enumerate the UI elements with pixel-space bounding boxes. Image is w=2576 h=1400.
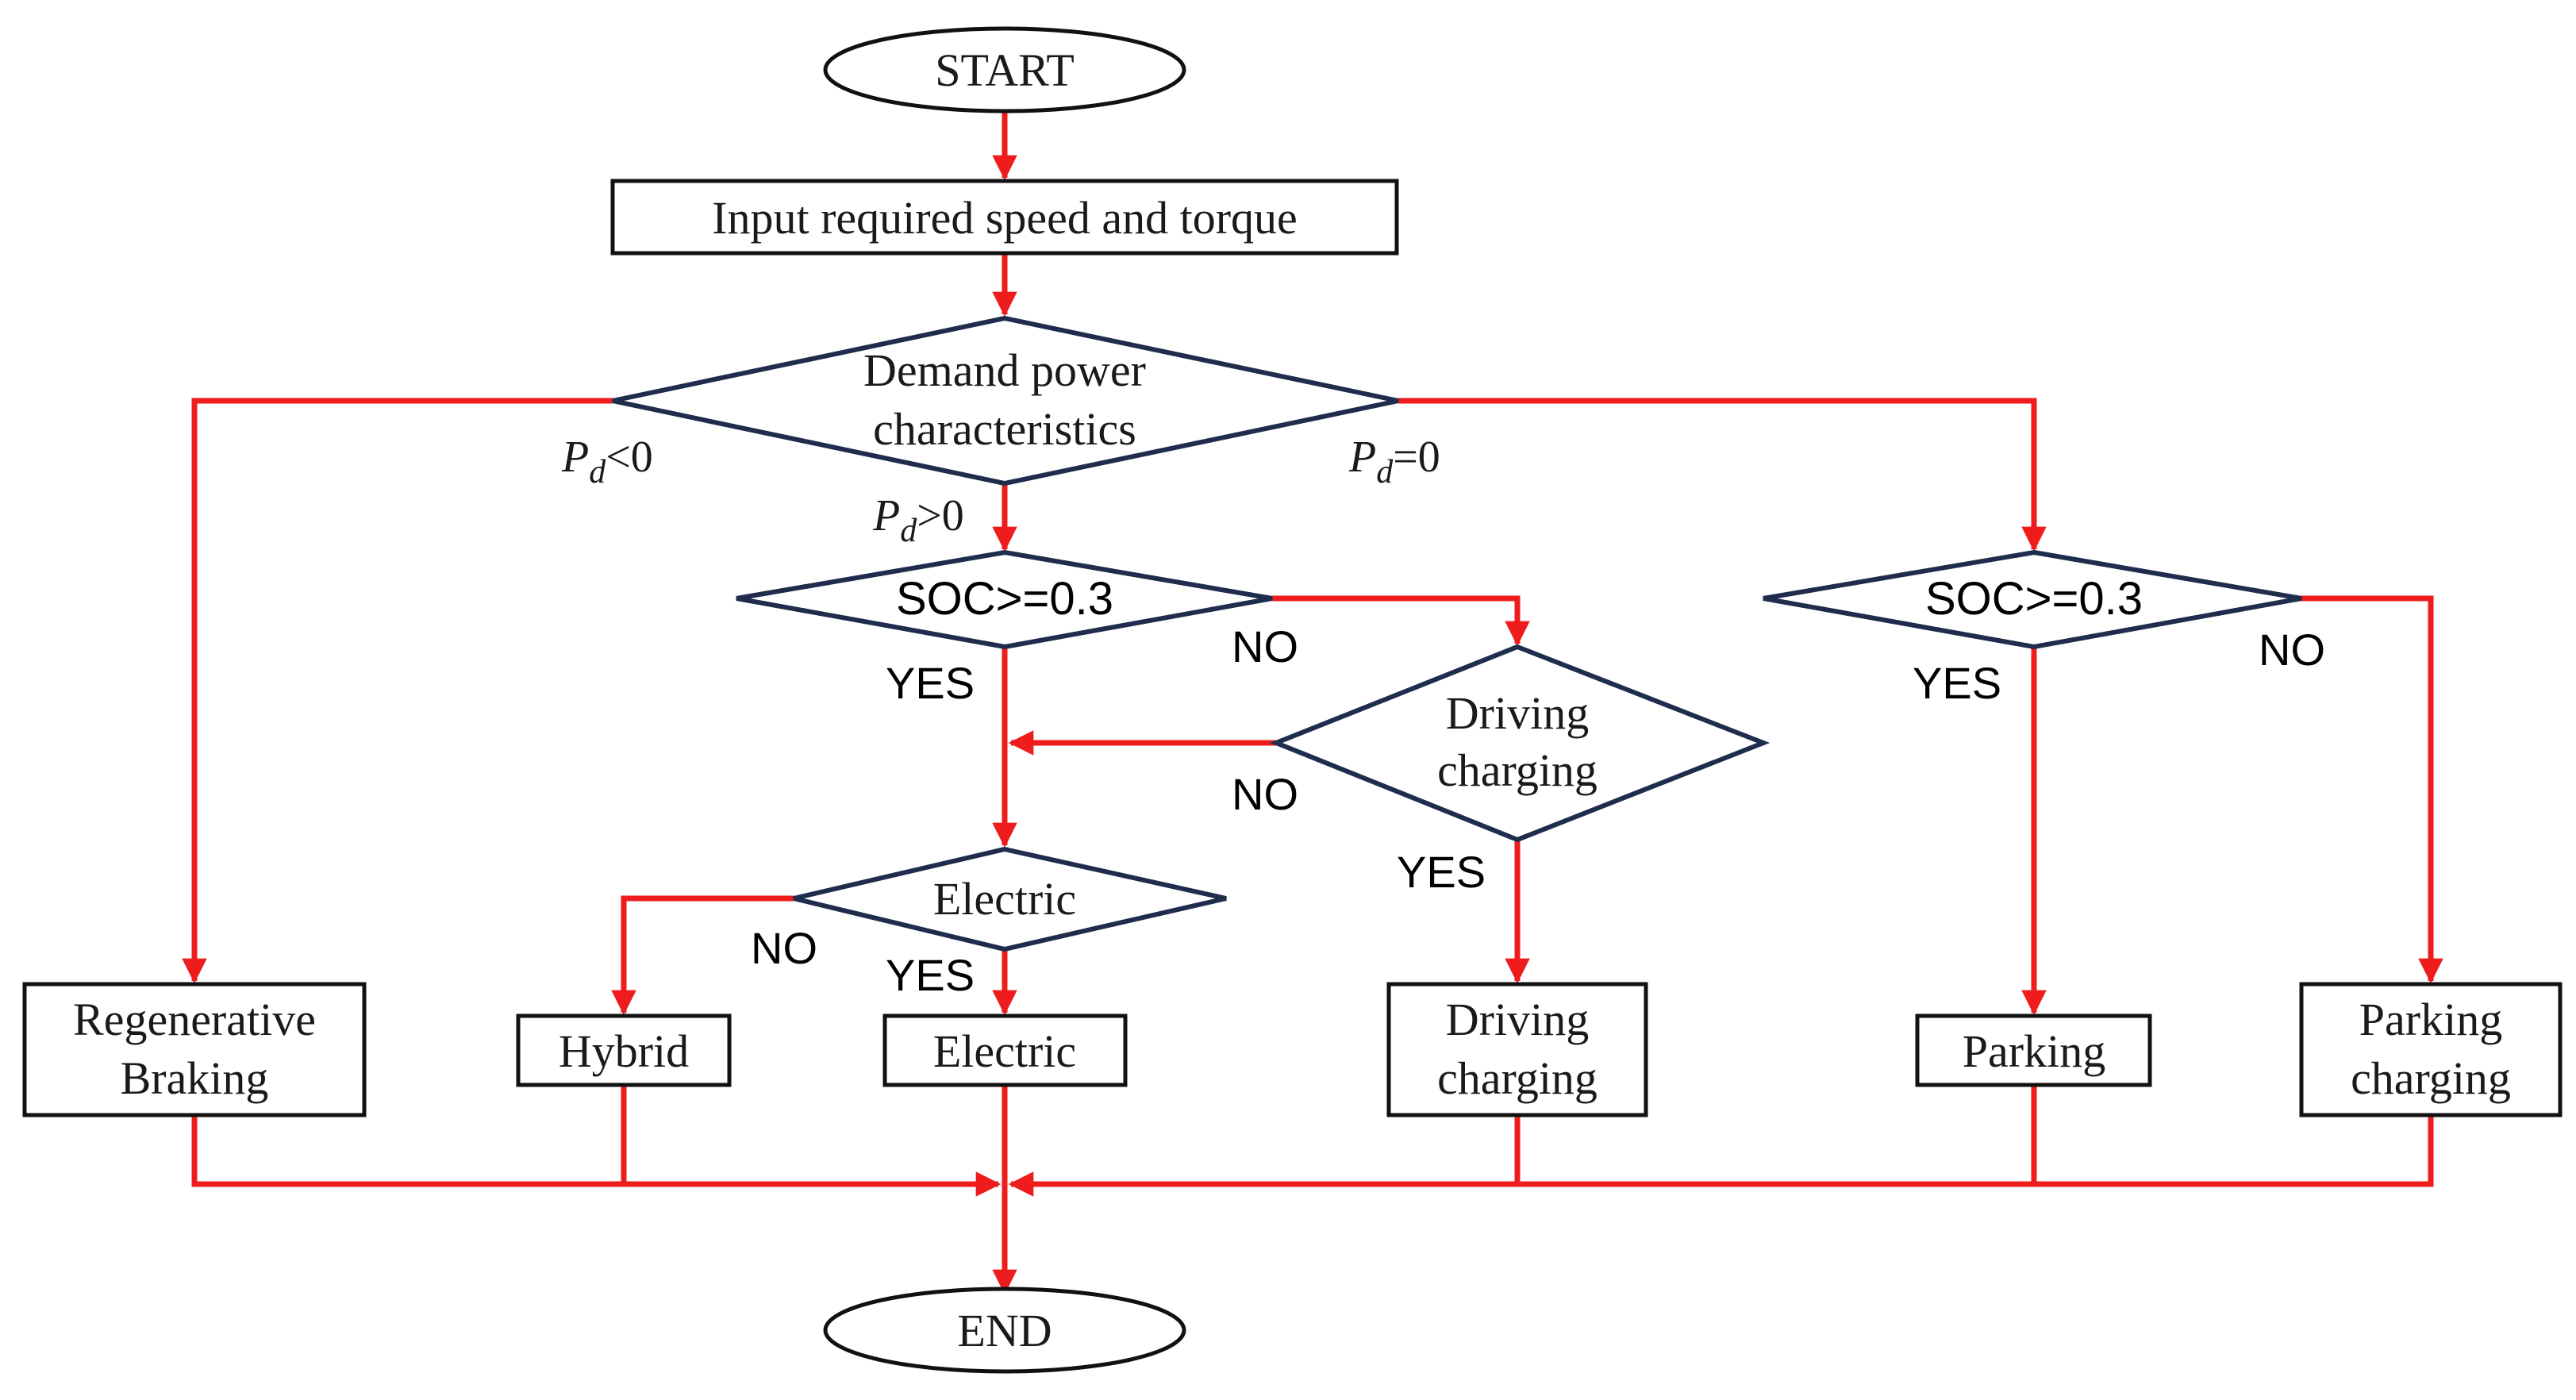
- arrow-soc-left-to-driving: [1272, 595, 1530, 647]
- arrow-soc-right-to-parking-charging: [2301, 595, 2443, 984]
- pd-symbol: P: [1348, 433, 1376, 482]
- start-terminal: START: [823, 26, 1186, 113]
- parking-box: Parking: [1915, 1013, 2152, 1087]
- pd-positive-value: >0: [917, 491, 964, 540]
- pd-negative-value: <0: [606, 433, 653, 482]
- driving-box-label-line2: charging: [1437, 1052, 1598, 1104]
- electric-box: Electric: [882, 1013, 1128, 1087]
- electric-no-label: NO: [751, 923, 817, 973]
- regen-braking-box: Regenerative Braking: [22, 982, 367, 1117]
- driving-no-label: NO: [1232, 769, 1298, 819]
- soc-left-no-label: NO: [1232, 621, 1298, 671]
- hybrid-box: Hybrid: [516, 1013, 732, 1087]
- parking-label: Parking: [1963, 1025, 2105, 1077]
- soc-right-decision: SOC>=0.3: [1763, 549, 2302, 650]
- end-terminal: END: [823, 1287, 1186, 1374]
- soc-left-yes-label: YES: [886, 658, 975, 708]
- electric-decision: Electric: [793, 846, 1227, 952]
- demand-label-line1: Demand power: [863, 344, 1146, 396]
- hybrid-label: Hybrid: [559, 1025, 689, 1077]
- driving-charging-decision: Driving charging: [1269, 644, 1771, 843]
- demand-decision: Demand power characteristics: [612, 315, 1399, 487]
- soc-right-yes-label: YES: [1913, 658, 2001, 708]
- electric-yes-label: YES: [886, 950, 975, 1000]
- pd-positive-label: Pd>0: [872, 491, 964, 549]
- regen-label-line2: Braking: [121, 1052, 269, 1104]
- electric-label: Electric: [933, 1025, 1076, 1077]
- driving-charging-box: Driving charging: [1386, 982, 1648, 1117]
- pd-zero-label: Pd=0: [1348, 433, 1440, 490]
- driving-yes-label: YES: [1397, 847, 1486, 897]
- soc-right-no-label: NO: [2259, 625, 2325, 675]
- soc-left-label: SOC>=0.3: [896, 573, 1113, 625]
- pd-symbol: P: [561, 433, 589, 482]
- pd-symbol: P: [872, 491, 900, 540]
- pd-subscript: d: [1376, 454, 1394, 490]
- regen-label-line1: Regenerative: [73, 994, 316, 1045]
- collector-right: [1008, 1115, 2434, 1197]
- arrow-demand-to-soc-right: [1398, 398, 2047, 552]
- end-label: END: [957, 1305, 1052, 1356]
- driving-decision-line1: Driving: [1446, 687, 1589, 739]
- soc-right-label: SOC>=0.3: [1925, 573, 2143, 625]
- soc-left-decision: SOC>=0.3: [736, 549, 1273, 650]
- arrow-electric-to-hybrid: [611, 895, 794, 1016]
- electric-decision-label: Electric: [933, 873, 1076, 925]
- start-label: START: [935, 44, 1075, 96]
- driving-box-label-line1: Driving: [1446, 994, 1589, 1045]
- demand-label-line2: characteristics: [873, 403, 1136, 455]
- parking-charging-box: Parking charging: [2299, 982, 2563, 1117]
- input-box: Input required speed and torque: [610, 179, 1399, 256]
- arrow-demand-to-regen: [182, 398, 613, 984]
- connectors: [182, 111, 2443, 1295]
- collector-left: [191, 1115, 1002, 1197]
- pd-negative-label: Pd<0: [561, 433, 653, 490]
- pd-zero-value: =0: [1393, 433, 1440, 482]
- parking-charging-label-line1: Parking: [2359, 994, 2502, 1045]
- driving-decision-line2: charging: [1437, 744, 1598, 796]
- pd-subscript: d: [900, 513, 917, 549]
- input-label: Input required speed and torque: [712, 192, 1298, 244]
- parking-charging-label-line2: charging: [2351, 1052, 2511, 1104]
- pd-subscript: d: [589, 454, 606, 490]
